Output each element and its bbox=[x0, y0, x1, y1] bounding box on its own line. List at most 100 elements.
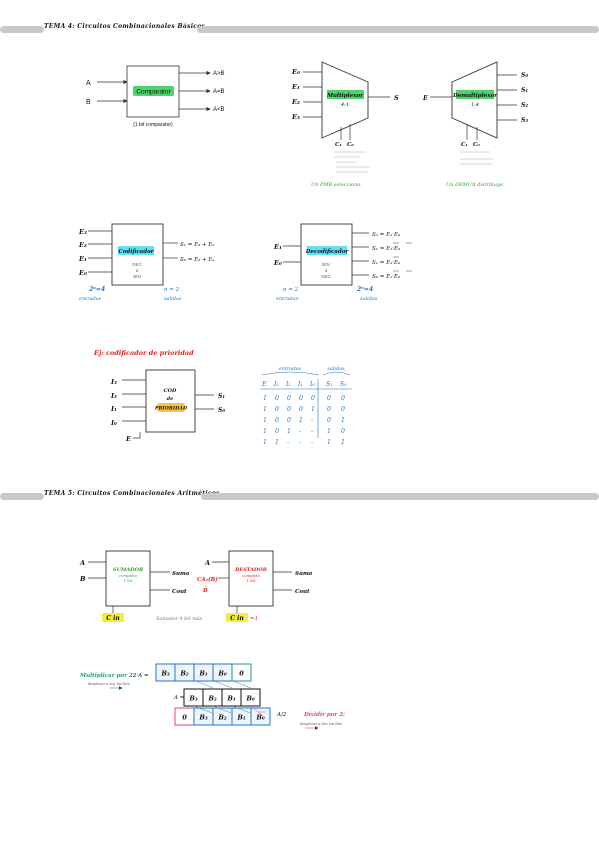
shift-diagram: Multiplicar por 2: 2·A = desplazar a izq… bbox=[79, 661, 345, 730]
bit-label: B₃ bbox=[198, 714, 207, 722]
table-cell: 1 bbox=[287, 428, 291, 435]
encoder-output-caption: salidas bbox=[164, 296, 182, 302]
demux-input: E bbox=[422, 94, 429, 102]
encoder-diagram: E₃ E₂ E₁ E₀ Codificador DEC a BIN S₁ = E… bbox=[78, 223, 215, 302]
demux-output-0: S₀ bbox=[521, 72, 528, 79]
bit-cell bbox=[240, 688, 261, 707]
demux-control-1: C₁ bbox=[461, 142, 468, 148]
subtractor-diagram: A CA₂(B) B̄ RESTADOR completo 1 bit Suma… bbox=[156, 550, 313, 622]
divide-note: desplazar a der. los bits bbox=[300, 722, 342, 726]
comparator-output-gt: A>B bbox=[213, 71, 225, 77]
priority-encoder-diagram: Ej: codificador de prioridad I₃ I₂ I₁ I₀… bbox=[93, 349, 225, 443]
mux-input-2: E₂ bbox=[291, 98, 300, 106]
table-cell: 0 bbox=[341, 406, 345, 413]
header-bar-right bbox=[197, 26, 599, 33]
table-group-inputs: entradas bbox=[279, 366, 302, 372]
decoder-inner-bottom: DEC bbox=[321, 274, 331, 279]
table-cell: 1 bbox=[341, 439, 345, 446]
subtractor-sub: completo bbox=[242, 573, 260, 578]
demux-output-1: S₁ bbox=[521, 87, 528, 94]
highlight bbox=[102, 613, 124, 622]
adder-sub: completo bbox=[119, 573, 137, 578]
subtractor-input-a: A bbox=[204, 559, 210, 567]
demux-control-0: C₀ bbox=[473, 142, 480, 148]
table-header-cell: S₁ bbox=[326, 381, 333, 388]
table-cell: 1 bbox=[263, 406, 267, 413]
bit-label: B₂ bbox=[207, 695, 216, 703]
table-cell: 0 bbox=[299, 406, 303, 413]
highlight bbox=[327, 90, 364, 99]
divide-expression: A/2 bbox=[276, 712, 287, 718]
priority-output-0: S₀ bbox=[218, 407, 225, 414]
table-cell: 0 bbox=[341, 395, 345, 402]
table-cell: 0 bbox=[275, 395, 279, 402]
demux-ratio: 1:4 bbox=[471, 102, 479, 108]
adder-diagram: A B SUMADOR completo 1 bit Suma Cout C i… bbox=[79, 550, 190, 622]
table-cell: 0 bbox=[275, 406, 279, 413]
subtractor-note: Sumador 4 bit más bbox=[156, 615, 203, 622]
bit-label: 0 bbox=[182, 714, 187, 722]
encoder-output-0: S₀ = E₃ + E₁ bbox=[180, 257, 215, 263]
bit-label: B₀ bbox=[217, 670, 226, 678]
table-cell: - bbox=[299, 428, 301, 435]
mux-ratio: 4:1 bbox=[340, 102, 349, 108]
table-cell: 0 bbox=[275, 417, 279, 424]
adder-label: SUMADOR bbox=[113, 567, 143, 573]
subtractor-b-complement: B̄ bbox=[202, 587, 208, 594]
bit-label: B₂ bbox=[179, 670, 188, 678]
table-cell: - bbox=[311, 417, 313, 424]
priority-label-top: COD bbox=[164, 388, 177, 394]
mux-note: Un PMB selecciona. bbox=[311, 182, 362, 188]
mux-input-3: E₃ bbox=[291, 113, 300, 121]
bit-label: B₃ bbox=[160, 670, 169, 678]
decoder-inner-top: BIN bbox=[322, 262, 330, 267]
encoder-inner-top: DEC bbox=[132, 262, 142, 267]
table-cell: 1 bbox=[263, 439, 267, 446]
priority-label-bottom: PRIORIDAD bbox=[154, 406, 188, 412]
demux-body bbox=[451, 61, 498, 139]
scribble-notes bbox=[460, 151, 494, 165]
adder-carry-in: C in bbox=[106, 615, 120, 622]
priority-label-mid: de bbox=[167, 396, 174, 402]
table-header-cell: E bbox=[261, 381, 267, 388]
adder-input-b: B bbox=[79, 575, 86, 583]
table-cell: 1 bbox=[341, 417, 345, 424]
highlight bbox=[133, 86, 174, 96]
encoder-input-3: E₃ bbox=[78, 228, 87, 236]
divide-heading: Dividir por 2: bbox=[303, 712, 345, 718]
decoder-input-0: E₀ bbox=[273, 259, 282, 267]
bit-label: B₃ bbox=[188, 695, 197, 703]
adder-sub2: 1 bit bbox=[124, 578, 133, 583]
subtractor-output-sum: Suma bbox=[295, 571, 313, 577]
priority-box bbox=[145, 369, 196, 433]
section-header-4: TEMA 4: Circuitos Combinacionales Básico… bbox=[0, 23, 599, 33]
decoder-input-count: n = 2 bbox=[283, 287, 299, 293]
bit-label: B₀ bbox=[255, 714, 264, 722]
demux-output-2: S₂ bbox=[521, 102, 528, 109]
table-cell: 0 bbox=[327, 395, 331, 402]
mux-control-1: C₁ bbox=[335, 142, 342, 148]
encoder-inner-bottom: BIN bbox=[133, 274, 141, 279]
multiply-expression: 2·A = bbox=[132, 673, 149, 679]
table-cell: - bbox=[311, 428, 313, 435]
comparator-diagram: A B Comparator (1 bit comparator) A>B A=… bbox=[86, 65, 225, 128]
priority-input-3: I₃ bbox=[110, 378, 117, 386]
subtractor-output-carry: Cout bbox=[295, 589, 310, 595]
table-cell: 1 bbox=[275, 439, 279, 446]
overbars bbox=[393, 242, 412, 272]
subtractor-carry-in-value: =1 bbox=[250, 616, 258, 622]
table-cell: 0 bbox=[327, 406, 331, 413]
subtractor-label: RESTADOR bbox=[234, 567, 267, 573]
table-header-cell: I₀ bbox=[309, 381, 315, 388]
bit-label: B₁ bbox=[236, 714, 245, 722]
bit-label: 0 bbox=[239, 670, 244, 678]
multiply-heading: Multiplicar por 2: bbox=[79, 673, 135, 679]
mux-body bbox=[321, 61, 369, 139]
highlight bbox=[456, 90, 494, 99]
table-cell: 0 bbox=[299, 395, 303, 402]
comparator-caption: (1 bit comparator) bbox=[133, 122, 173, 128]
mux-input-0: E₀ bbox=[291, 68, 300, 76]
